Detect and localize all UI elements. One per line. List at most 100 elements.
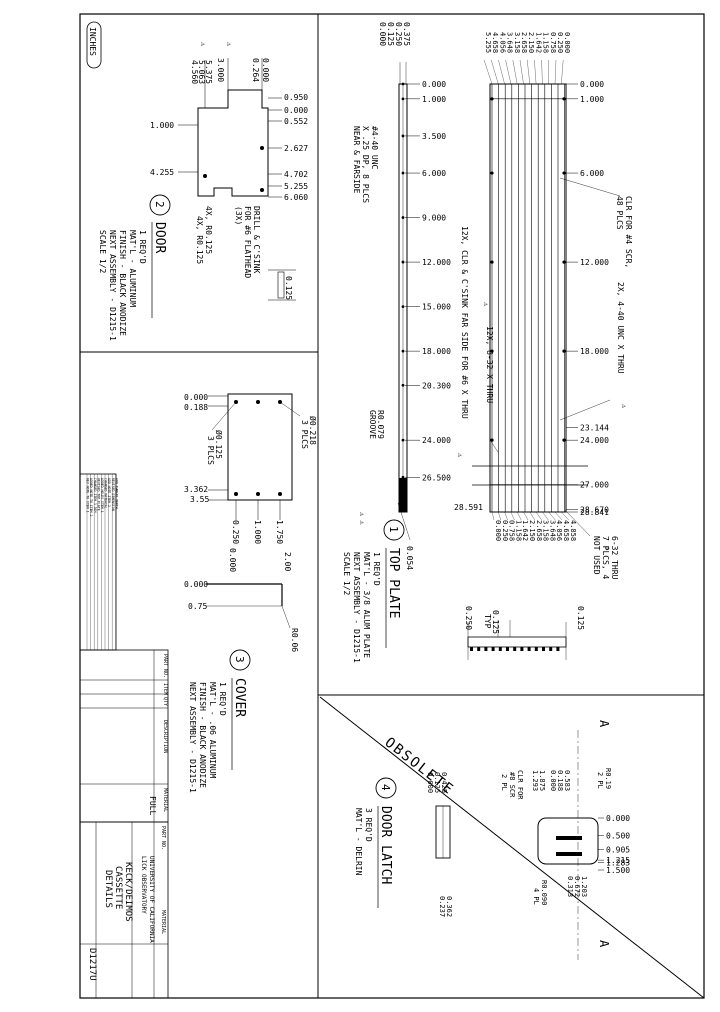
svg-text:7 PLCS, 4: 7 PLCS, 4 (601, 536, 610, 580)
svg-text:R0.19: R0.19 (604, 768, 612, 789)
svg-text:MAT'L - DELRIN: MAT'L - DELRIN (354, 808, 363, 876)
svg-text:FULL: FULL (148, 796, 157, 815)
latch-title: 4 DOOR LATCH 3 REQ'D MAT'L - DELRIN (354, 777, 397, 908)
svg-text:0.264: 0.264 (251, 58, 260, 82)
plate-row-dim: 15.000 (422, 303, 451, 312)
svg-text:4.702: 4.702 (284, 170, 308, 179)
svg-text:1.000: 1.000 (253, 520, 262, 544)
svg-text:28.591: 28.591 (454, 503, 483, 512)
svg-text:NEAR & FARSIDE: NEAR & FARSIDE (352, 126, 361, 194)
svg-text:PART NO.: PART NO. (160, 826, 166, 850)
svg-text:⚠: ⚠ (456, 453, 464, 458)
svg-text:6.060: 6.060 (284, 193, 308, 202)
door-dims-top: 3.000 0.264 0.000 4.560 5.063 5.375 1.00… (150, 58, 270, 177)
svg-text:12X, CLR & C'SINK FAR SIDE FOR: 12X, CLR & C'SINK FAR SIDE FOR #6 X THRU (460, 226, 469, 419)
svg-text:DESCRIPTION: DESCRIPTION (162, 720, 168, 753)
svg-text:Ø0.218: Ø0.218 (308, 416, 318, 445)
svg-text:0.054: 0.054 (405, 546, 414, 570)
svg-text:NEXT ASSEMBLY - D1215-1: NEXT ASSEMBLY - D1215-1 (352, 552, 361, 663)
svg-text:0.000: 0.000 (228, 548, 237, 572)
svg-text:0.188: 0.188 (184, 403, 208, 412)
plate-col-dim-bottom: 4.858 (569, 520, 577, 541)
svg-text:1 REQ'D: 1 REQ'D (138, 230, 147, 264)
top-plate-left-dims: 0.000 0.125 0.250 0.375 (378, 22, 411, 84)
top-plate-callouts-left: #4-40 UNC X .25 DP, 8 PLCS NEAR & FARSID… (352, 126, 414, 570)
plate-row-dim-right: 0.000 (580, 80, 604, 89)
svg-text:MATERIAL: MATERIAL (160, 910, 166, 934)
svg-text:0.552: 0.552 (284, 117, 308, 126)
plate-row-dim-right: 12.000 (580, 258, 609, 267)
svg-text:MATERIAL: MATERIAL (162, 788, 168, 812)
plate-col-dim-top: 1.642 (534, 32, 542, 53)
top-plate-row-dims-right: 0.0001.0006.00012.00018.00023.14424.0002… (566, 80, 609, 517)
svg-text:2 PL: 2 PL (500, 774, 508, 791)
svg-text:⚠: ⚠ (225, 42, 233, 47)
svg-text:0.250: 0.250 (464, 606, 473, 630)
svg-text:0.000: 0.000 (378, 22, 387, 46)
svg-text:4 PL: 4 PL (532, 888, 540, 905)
plate-col-dim-top: 2.150 (527, 32, 535, 53)
svg-text:⚠: ⚠ (199, 42, 207, 47)
svg-text:2.00: 2.00 (283, 552, 292, 571)
svg-text:NOT USED: NOT USED (592, 536, 601, 575)
svg-text:0.125: 0.125 (491, 610, 500, 634)
svg-text:3 PLCS: 3 PLCS (206, 436, 215, 465)
svg-text:0.000: 0.000 (284, 106, 308, 115)
plate-col-dim-bottom: 2.658 (535, 520, 543, 541)
revision-entry: REVISED DIMENSION (111, 478, 115, 511)
svg-text:#4-40 UNC: #4-40 UNC (370, 126, 379, 170)
revision-entry: ADD NOTE ITEM 3 (107, 478, 111, 507)
plate-col-dim-bottom: 3.648 (548, 520, 556, 541)
svg-text:DOOR LATCH: DOOR LATCH (378, 806, 393, 884)
svg-text:A: A (597, 940, 611, 948)
svg-text:LICK OBSERVATORY: LICK OBSERVATORY (140, 856, 147, 914)
revision-entry: ADD THREAD DEPTH (114, 478, 118, 509)
svg-text:3.000: 3.000 (216, 58, 225, 82)
svg-text:1.293: 1.293 (531, 770, 539, 791)
svg-text:0.125: 0.125 (576, 606, 585, 630)
svg-text:0.000: 0.000 (549, 770, 557, 791)
svg-text:1.875: 1.875 (538, 770, 546, 791)
svg-text:QTY: QTY (162, 697, 168, 706)
svg-text:TOP PLATE: TOP PLATE (386, 548, 401, 618)
svg-text:CLR FOR #4 SCR,: CLR FOR #4 SCR, (624, 196, 633, 268)
svg-text:0.313: 0.313 (566, 876, 574, 897)
plate-col-dim-bottom: 4.056 (555, 520, 563, 541)
svg-text:PART NO.: PART NO. (162, 654, 168, 678)
svg-text:MAT'L - .06 ALUMINUM: MAT'L - .06 ALUMINUM (208, 682, 217, 779)
svg-text:4X, R0.125: 4X, R0.125 (195, 216, 204, 264)
svg-text:3 PLCS: 3 PLCS (300, 420, 309, 449)
door-callouts: DRILL & C'SINK FOR #6 FLATHEAD (3X) 4X, … (195, 42, 293, 300)
svg-text:1: 1 (387, 526, 400, 533)
plate-row-dim: 20.300 (422, 381, 451, 390)
svg-text:R0.06: R0.06 (290, 628, 299, 652)
plate-row-dim-right: 23.144 (580, 423, 609, 432)
svg-text:4.255: 4.255 (150, 168, 174, 177)
svg-text:0.000: 0.000 (261, 58, 270, 82)
svg-text:0.000: 0.000 (426, 772, 434, 793)
svg-text:DOOR: DOOR (152, 222, 167, 253)
latch-dim-right: 0.905 (606, 845, 630, 854)
svg-text:2X, 4-40 UNC X THRU: 2X, 4-40 UNC X THRU (616, 282, 625, 374)
revision-entry: ADDED HOLES ITEM 1 (100, 478, 104, 513)
plate-row-dim-right: 24.000 (580, 436, 609, 445)
latch-dim-right: 1.500 (606, 866, 630, 875)
revision-entry: REVISED TOP PLATE (96, 478, 100, 511)
svg-text:(3X): (3X) (234, 206, 243, 225)
plate-col-dim-top: 0.758 (549, 32, 557, 53)
svg-text:0.188: 0.188 (556, 770, 564, 791)
svg-text:0.75: 0.75 (188, 602, 207, 611)
top-plate-plan (472, 83, 588, 513)
top-plate-row-dims-left: 0.0001.0003.5006.0009.00012.00015.00018.… (401, 80, 451, 482)
svg-text:0.125: 0.125 (284, 276, 293, 300)
plate-row-dim-right: 27.000 (580, 481, 609, 490)
svg-text:R0.079: R0.079 (376, 410, 385, 439)
svg-text:5.063: 5.063 (197, 60, 206, 84)
svg-text:1.000: 1.000 (150, 121, 174, 130)
door-drawing (178, 58, 296, 301)
plate-col-dim-top: 3.648 (506, 32, 514, 53)
revision-entry: CHANGED MATERIAL (104, 478, 108, 509)
door-dims-right: 0.950 0.000 0.552 2.627 4.702 5.255 6.06… (268, 93, 308, 202)
